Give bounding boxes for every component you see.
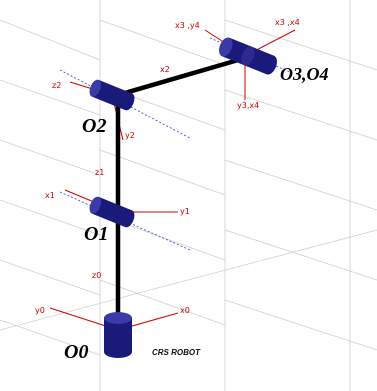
- grid-diagonal: [0, 259, 101, 296]
- robot-caption: CRS ROBOT: [152, 348, 201, 357]
- grid-diagonal: [0, 79, 101, 116]
- grid-diagonal: [224, 159, 377, 211]
- grid-diagonal: [224, 89, 377, 141]
- grid-diagonal: [0, 139, 101, 176]
- grid-diagonal: [0, 19, 101, 61]
- link-upper-arm: [115, 55, 248, 98]
- x2-label: x2: [160, 65, 170, 74]
- grid-diagonal: [224, 229, 377, 281]
- grid-diagonal: [224, 299, 377, 351]
- grid-diagonal: [99, 19, 226, 66]
- joint-1: [89, 196, 135, 228]
- y0-label: y0: [35, 306, 45, 315]
- z1-label: z1: [95, 168, 104, 177]
- x0-label: x0: [180, 306, 190, 315]
- grid-diagonal: [224, 19, 377, 71]
- origin-o2-label: O2: [82, 115, 106, 137]
- grid-diagonal: [149, 229, 377, 291]
- z2-label: z2: [52, 81, 61, 90]
- frame-axis-lines: [49, 29, 296, 331]
- x34-label: x3 ,x4: [275, 18, 300, 27]
- x1-label: x1: [45, 191, 55, 200]
- origin-o1-label: O1: [84, 223, 108, 245]
- y1-label: y1: [180, 207, 190, 216]
- grid-diagonal: [99, 279, 226, 326]
- grid-diagonal: [0, 199, 101, 236]
- grid-diagonal: [99, 149, 226, 196]
- y34-label: y3,x4: [237, 101, 259, 110]
- joint-base: [104, 312, 132, 358]
- joint-2: [89, 79, 135, 111]
- grid-diagonal: [0, 289, 151, 331]
- origin-o34-label: O3,O4: [280, 64, 329, 84]
- joint-34: [219, 37, 277, 75]
- z0-label: z0: [92, 271, 101, 280]
- y2-label: y2: [125, 131, 135, 140]
- joint34-axis-line: [209, 37, 291, 73]
- origin-o0-label: O0: [64, 341, 88, 363]
- z34-label: x3 ,y4: [175, 21, 200, 30]
